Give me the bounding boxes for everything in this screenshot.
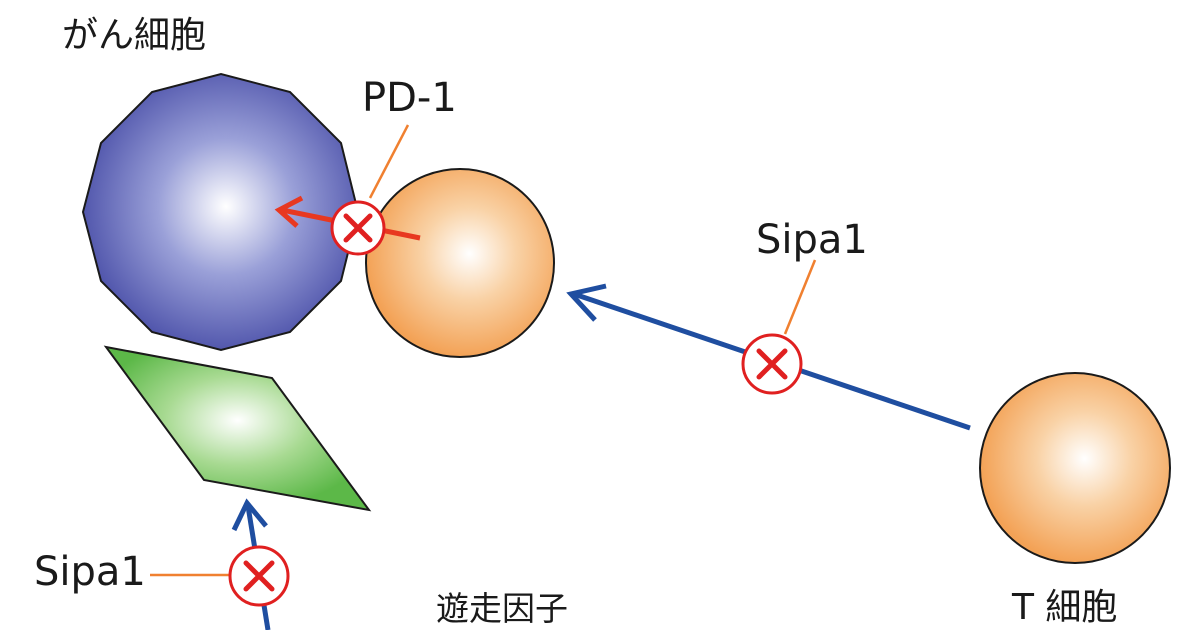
t-cell-bound bbox=[365, 168, 555, 358]
cancer-cell bbox=[81, 72, 360, 352]
circle-x-icon bbox=[228, 545, 290, 607]
cancer-cell-label: がん細胞 bbox=[62, 15, 207, 56]
migration-factor-shape bbox=[103, 345, 372, 512]
circle-x-icon bbox=[330, 200, 386, 256]
sipa1-right-leader-line bbox=[783, 259, 817, 335]
migration-arrow-head bbox=[566, 283, 607, 322]
pd1-label: PD-1 bbox=[362, 75, 457, 121]
circle-x-icon bbox=[741, 333, 803, 395]
factor-arrow-head bbox=[231, 498, 268, 532]
migration-factor-label: 遊走因子 bbox=[436, 589, 568, 628]
sipa1-label-right: Sipa1 bbox=[756, 217, 868, 263]
t-cell-label: T 細胞 bbox=[1012, 587, 1118, 628]
sipa1-label-left: Sipa1 bbox=[34, 549, 146, 595]
t-cell-migrating bbox=[979, 372, 1171, 564]
pd1-signal-arrow-head bbox=[274, 195, 304, 228]
pd1-leader-line bbox=[368, 124, 410, 199]
